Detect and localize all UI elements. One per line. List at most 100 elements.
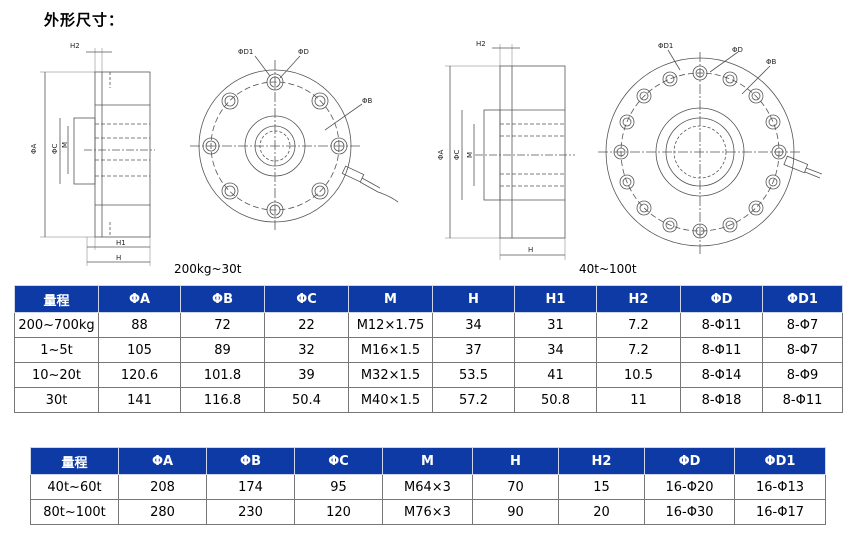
dim-phi-b-label: ΦB: [362, 97, 373, 105]
table-row: 40t~60t 208 174 95 M64×3 70 15 16-Φ20 16…: [30, 474, 826, 500]
table-cell: M40×1.5: [348, 387, 433, 413]
dim-m-label: M: [466, 152, 474, 158]
table-header-row: 量程 ΦA ΦB ΦC M H H1 H2 ΦD ΦD1: [14, 285, 843, 313]
table-cell: M64×3: [382, 474, 473, 500]
right-side-view: H2 ΦA ΦC M H: [437, 40, 575, 260]
table-cell: 120.6: [98, 362, 181, 388]
header-cell: H2: [596, 285, 681, 313]
table-cell: 230: [206, 499, 295, 525]
table-row: 1~5t 105 89 32 M16×1.5 37 34 7.2 8-Φ11 8…: [14, 337, 843, 363]
table-cell: M76×3: [382, 499, 473, 525]
table-cell: 53.5: [432, 362, 515, 388]
dim-h2-label: H2: [70, 42, 80, 50]
table-row: 30t 141 116.8 50.4 M40×1.5 57.2 50.8 11 …: [14, 387, 843, 413]
dim-h-label: H: [116, 254, 121, 262]
table-cell: 11: [596, 387, 681, 413]
header-cell: ΦB: [206, 447, 295, 475]
left-front-view: ΦD1 ΦD ΦB: [190, 48, 399, 232]
table-cell: 208: [118, 474, 207, 500]
table-cell: 16-Φ20: [644, 474, 735, 500]
dim-phi-a-label: ΦA: [437, 149, 445, 160]
table-cell: 34: [432, 312, 515, 338]
left-side-view: H2 ΦA ΦC M H1 H: [30, 42, 155, 266]
table-cell: 1~5t: [14, 337, 99, 363]
table-header-row: 量程 ΦA ΦB ΦC M H H2 ΦD ΦD1: [30, 447, 826, 475]
spec-table-large: 量程 ΦA ΦB ΦC M H H2 ΦD ΦD1 40t~60t 208 17…: [30, 447, 826, 525]
spec-table-small: 量程 ΦA ΦB ΦC M H H1 H2 ΦD ΦD1 200~700kg 8…: [14, 285, 843, 413]
table-cell: 8-Φ9: [762, 362, 843, 388]
table-cell: 95: [294, 474, 383, 500]
dim-phi-d1-label: ΦD1: [238, 48, 253, 56]
table-cell: 10.5: [596, 362, 681, 388]
table-cell: 8-Φ11: [762, 387, 843, 413]
header-cell: 量程: [30, 447, 119, 475]
header-cell: H: [472, 447, 559, 475]
header-cell: ΦC: [294, 447, 383, 475]
table-cell: 70: [472, 474, 559, 500]
header-cell: H1: [514, 285, 597, 313]
table-cell: 30t: [14, 387, 99, 413]
caption-small-range: 200kg~30t: [174, 262, 242, 276]
table-cell: 34: [514, 337, 597, 363]
table-cell: 20: [558, 499, 645, 525]
table-row: 80t~100t 280 230 120 M76×3 90 20 16-Φ30 …: [30, 499, 826, 525]
table-cell: 8-Φ7: [762, 312, 843, 338]
dim-phi-a-label: ΦA: [30, 143, 38, 154]
table-cell: 80t~100t: [30, 499, 119, 525]
table-cell: 40t~60t: [30, 474, 119, 500]
table-cell: 8-Φ7: [762, 337, 843, 363]
table-cell: 116.8: [180, 387, 265, 413]
table-cell: 72: [180, 312, 265, 338]
table-cell: 15: [558, 474, 645, 500]
technical-drawings: H2 ΦA ΦC M H1 H: [30, 40, 823, 266]
table-cell: 8-Φ11: [680, 337, 763, 363]
table-cell: 7.2: [596, 337, 681, 363]
header-cell: ΦD: [680, 285, 763, 313]
dim-phi-c-label: ΦC: [453, 149, 461, 160]
table-cell: 16-Φ30: [644, 499, 735, 525]
header-cell: ΦD1: [762, 285, 843, 313]
table-cell: M16×1.5: [348, 337, 433, 363]
header-cell: ΦD1: [734, 447, 826, 475]
section-title: 外形尺寸：: [44, 11, 125, 29]
header-cell: ΦA: [118, 447, 207, 475]
table-cell: 7.2: [596, 312, 681, 338]
table-cell: 39: [264, 362, 349, 388]
dim-phi-d-label: ΦD: [298, 48, 309, 56]
table-cell: 200~700kg: [14, 312, 99, 338]
header-cell: H2: [558, 447, 645, 475]
dim-h-label: H: [528, 246, 533, 254]
header-cell: M: [348, 285, 433, 313]
header-cell: 量程: [14, 285, 99, 313]
table-cell: 8-Φ14: [680, 362, 763, 388]
header-cell: M: [382, 447, 473, 475]
table-cell: 32: [264, 337, 349, 363]
table-cell: 16-Φ17: [734, 499, 826, 525]
header-cell: ΦB: [180, 285, 265, 313]
dim-phi-d1-label: ΦD1: [658, 42, 673, 50]
dim-h2-label: H2: [476, 40, 486, 48]
table-row: 200~700kg 88 72 22 M12×1.75 34 31 7.2 8-…: [14, 312, 843, 338]
table-cell: M32×1.5: [348, 362, 433, 388]
caption-large-range: 40t~100t: [579, 262, 637, 276]
dim-phi-d-label: ΦD: [732, 46, 743, 54]
table-cell: 41: [514, 362, 597, 388]
header-cell: ΦC: [264, 285, 349, 313]
header-cell: ΦD: [644, 447, 735, 475]
table-cell: 105: [98, 337, 181, 363]
table-cell: 50.8: [514, 387, 597, 413]
table-cell: 101.8: [180, 362, 265, 388]
header-cell: H: [432, 285, 515, 313]
dim-h1-label: H1: [116, 239, 126, 247]
table-cell: 8-Φ18: [680, 387, 763, 413]
dim-phi-b-label: ΦB: [766, 58, 777, 66]
table-cell: 31: [514, 312, 597, 338]
table-cell: 50.4: [264, 387, 349, 413]
table-cell: 89: [180, 337, 265, 363]
table-row: 10~20t 120.6 101.8 39 M32×1.5 53.5 41 10…: [14, 362, 843, 388]
table-cell: 280: [118, 499, 207, 525]
table-cell: 90: [472, 499, 559, 525]
table-cell: 37: [432, 337, 515, 363]
dim-phi-c-label: ΦC: [51, 143, 59, 154]
header-cell: ΦA: [98, 285, 181, 313]
